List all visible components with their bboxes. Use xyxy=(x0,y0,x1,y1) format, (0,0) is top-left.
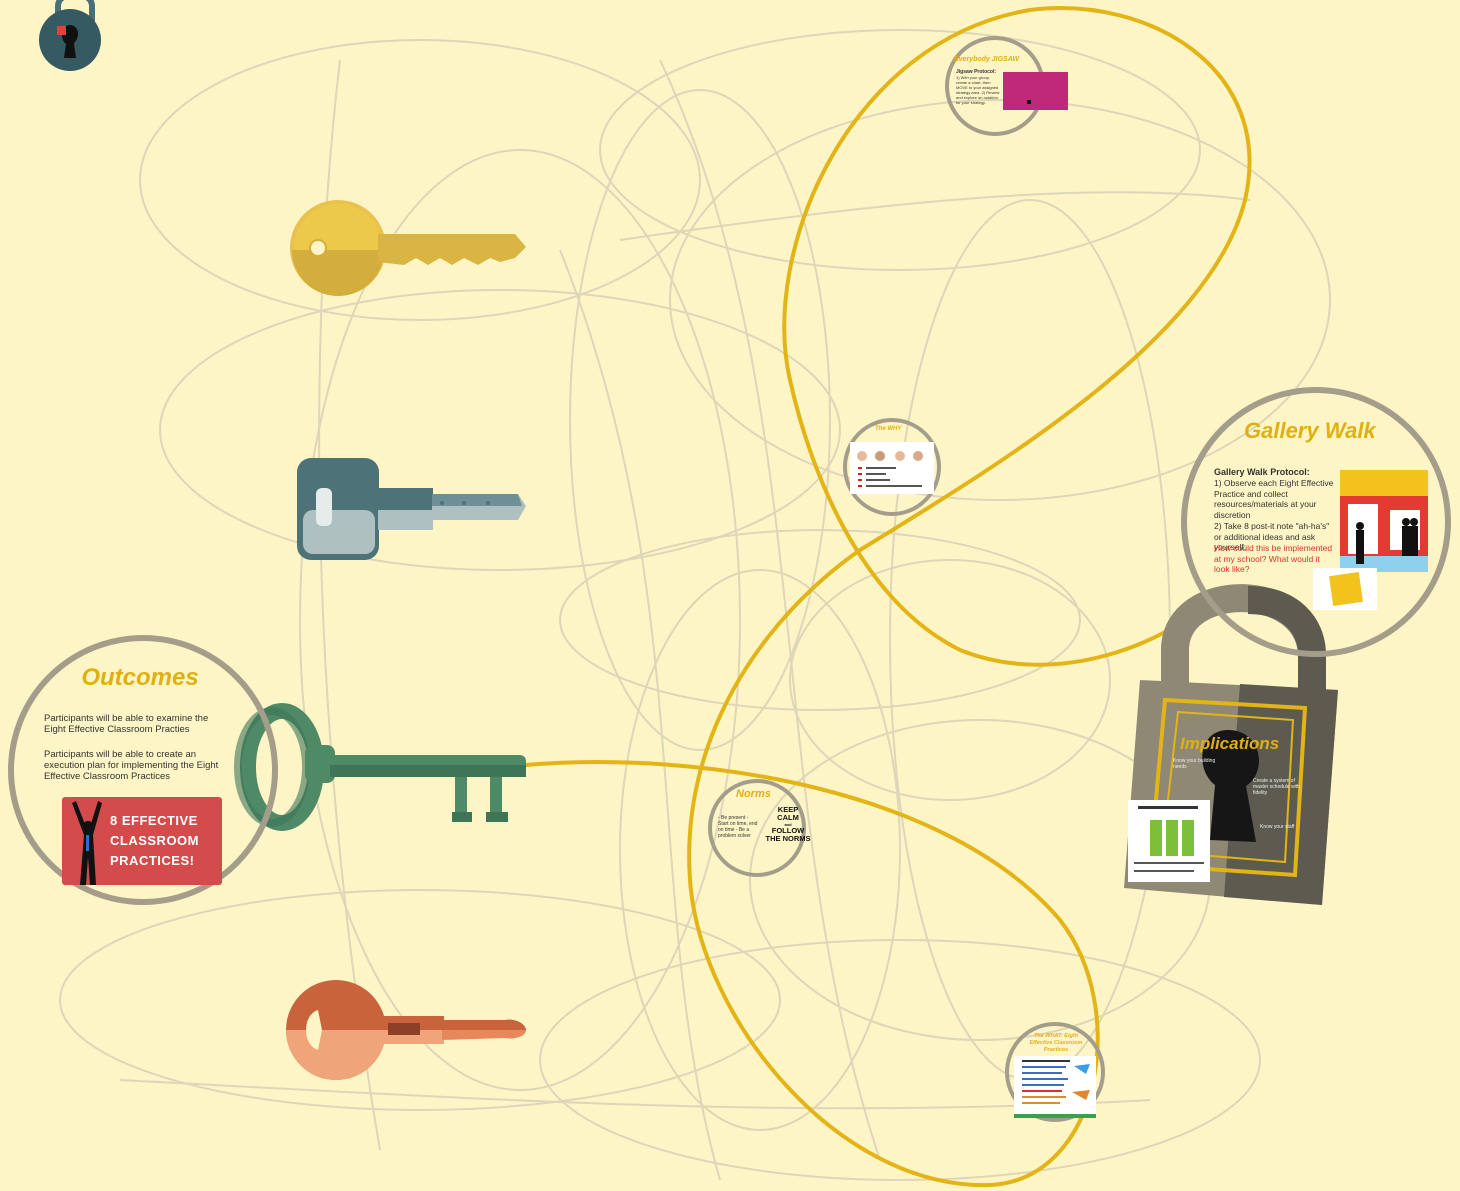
what-image[interactable] xyxy=(1014,1056,1096,1118)
orange-key-icon[interactable] xyxy=(286,980,526,1080)
keep-calm-poster[interactable]: KEEP CALM and FOLLOW THE NORMS xyxy=(762,806,814,843)
jigsaw-text: 1) With your group, create a chart, then… xyxy=(956,75,1002,105)
outcomes-line-1: Participants will be able to examine the… xyxy=(44,713,226,735)
gallery-image[interactable] xyxy=(1340,470,1428,572)
norms-items: - Be present - Start on time, end on tim… xyxy=(718,815,758,839)
cheering-person-icon xyxy=(66,797,106,885)
norms-title: Norms xyxy=(736,788,771,800)
badge-line-2: CLASSROOM xyxy=(110,833,199,848)
gallery-walk-step-1: 1) Observe each Eight Effective Practice… xyxy=(1214,478,1334,520)
teal-key-icon[interactable] xyxy=(297,458,526,560)
outcomes-title: Outcomes xyxy=(60,664,220,692)
implications-note-1: Know your building needs xyxy=(1173,758,1217,770)
why-title: The WHY xyxy=(875,426,901,432)
gallery-walk-heading: Gallery Walk Protocol: xyxy=(1214,467,1310,477)
jigsaw-image[interactable] xyxy=(1003,72,1068,110)
sticky-note-icon xyxy=(1313,568,1377,610)
what-title: The WHAT: Eight Effective Classroom Prac… xyxy=(1024,1033,1088,1054)
badge-line-3: PRACTICES! xyxy=(110,853,194,868)
yellow-key-icon[interactable] xyxy=(292,202,526,296)
why-image[interactable] xyxy=(850,442,934,494)
presentation-path xyxy=(525,8,1250,1185)
keep-calm-line-5: THE NORMS xyxy=(762,835,814,843)
keep-calm-line-2: CALM xyxy=(762,814,814,822)
faces-icon xyxy=(850,442,934,494)
implications-image[interactable] xyxy=(1128,800,1210,882)
frames xyxy=(11,38,1448,1120)
logo-lock-icon xyxy=(39,0,101,71)
outcomes-line-2: Participants will be able to create an e… xyxy=(44,749,226,782)
practices-list-icon xyxy=(1014,1056,1096,1118)
green-bars-icon xyxy=(1128,800,1210,882)
implications-note-2: Create a system of master schedule with … xyxy=(1253,778,1301,796)
background-scribble xyxy=(60,30,1330,1180)
green-key-icon[interactable] xyxy=(238,711,526,823)
jigsaw-title: Everybody JIGSAW xyxy=(954,56,1019,63)
effective-practices-badge[interactable]: 8 EFFECTIVE CLASSROOM PRACTICES! xyxy=(62,797,222,885)
implications-title: Implications xyxy=(1180,734,1279,754)
gallery-walk-title: Gallery Walk xyxy=(1244,418,1376,444)
gallery-people-icon xyxy=(1340,470,1428,572)
badge-line-1: 8 EFFECTIVE xyxy=(110,813,198,828)
implications-note-3: Know your staff xyxy=(1260,824,1300,830)
